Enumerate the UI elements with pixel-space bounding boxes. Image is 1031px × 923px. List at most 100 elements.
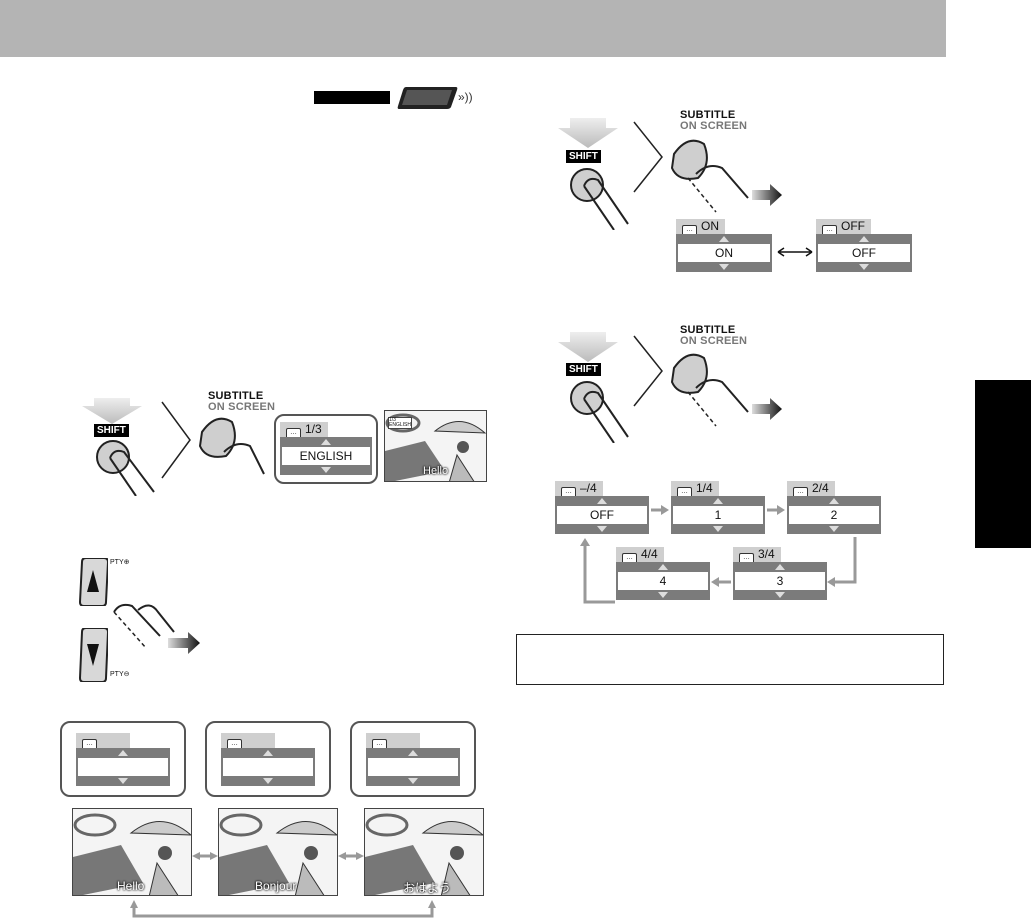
- osd-tag: …: [76, 733, 130, 750]
- osd-cycle-4: …4/4 4: [616, 547, 710, 600]
- scene-illustration: [365, 813, 483, 895]
- scene-illustration: [219, 813, 337, 895]
- subtitle-button-press-icon[interactable]: [668, 134, 778, 214]
- up-arrow-icon: [408, 750, 418, 756]
- osd-tag: …3/4: [733, 547, 781, 564]
- shift-label-1: SHIFT: [566, 150, 601, 163]
- scene-illustration: [385, 413, 486, 481]
- subtitle-label-line2: ON SCREEN: [680, 335, 748, 347]
- up-arrow-icon: [658, 564, 668, 570]
- down-arrow-icon: [829, 526, 839, 532]
- subtitle-label-line1: SUBTITLE: [680, 324, 736, 336]
- osd-tag-text: –/4: [580, 481, 597, 495]
- remote-button-icon: [397, 87, 458, 109]
- remote-label-bar: [314, 91, 390, 104]
- osd-english: …1/3 ENGLISH: [280, 422, 372, 475]
- osd-value: OFF: [555, 506, 649, 524]
- finger-icon: [583, 390, 629, 443]
- scene-illustration: [73, 813, 191, 895]
- subtitle-button-press-icon[interactable]: [668, 348, 778, 428]
- shift-button-2[interactable]: [570, 381, 604, 415]
- osd-value: 3: [733, 572, 827, 590]
- osd-value: [221, 758, 315, 776]
- press-arrow-icon: [82, 398, 142, 424]
- step-chevron-icon: [161, 401, 191, 479]
- page-header-bar: [0, 0, 946, 57]
- cycle-arrows-icon: [580, 505, 857, 604]
- scene-frame: Bonjour: [218, 808, 338, 896]
- shift-button-1[interactable]: [570, 168, 604, 202]
- slide-arrow-icon: [752, 184, 782, 206]
- pty-down-text: PTY: [110, 671, 124, 678]
- osd-tag: …1/3: [280, 422, 328, 439]
- osd-tag: …: [221, 733, 275, 750]
- step-chevron-icon: [633, 121, 663, 193]
- osd-tag: …2/4: [787, 481, 835, 498]
- osd-value: 1: [671, 506, 765, 524]
- up-arrow-icon: [118, 750, 128, 756]
- shift-button-3[interactable]: [96, 440, 130, 474]
- pty-up-text: PTY: [110, 559, 124, 566]
- scene-frame: おはよう: [364, 808, 484, 896]
- up-arrow-icon: [263, 750, 273, 756]
- finger-icon: [113, 603, 175, 648]
- osd-value: [76, 758, 170, 776]
- osd-blank: …: [76, 733, 170, 786]
- press-arrow-icon: [558, 332, 618, 362]
- subtitle-label-2: SUBTITLE ON SCREEN: [680, 325, 747, 347]
- osd-tag-text: 2/4: [812, 481, 829, 495]
- down-arrow-icon: [713, 526, 723, 532]
- osd-value: [366, 758, 460, 776]
- press-arrow-icon: [558, 118, 618, 148]
- scene-caption: おはよう: [403, 881, 452, 895]
- up-arrow-icon: [321, 439, 331, 445]
- scene-caption: Bonjour: [255, 879, 297, 893]
- subtitle-button-press-icon[interactable]: [196, 412, 266, 484]
- subtitle-label-line2: ON SCREEN: [680, 120, 748, 132]
- down-arrow-icon: [719, 264, 729, 270]
- osd-blank: …: [366, 733, 460, 786]
- pty-down-label: PTY⊖: [110, 671, 130, 678]
- pty-up-label: PTY⊕: [110, 559, 130, 566]
- osd-off-value: OFF: [816, 244, 912, 262]
- step-chevron-icon: [633, 335, 663, 407]
- osd-cycle-off: …–/4 OFF: [555, 481, 649, 534]
- osd-tag-text: 4/4: [641, 547, 658, 561]
- up-arrow-icon: [713, 498, 723, 504]
- osd-tag-text: 1/4: [696, 481, 713, 495]
- finger-icon: [583, 177, 629, 230]
- down-arrow-icon: [321, 467, 331, 473]
- osd-on-tag: …ON: [676, 219, 725, 236]
- osd-tag: …–/4: [555, 481, 603, 498]
- down-arrow-icon: [408, 778, 418, 784]
- osd-cycle-3: …3/4 3: [733, 547, 827, 600]
- toggle-arrow-icon: [777, 247, 813, 257]
- osd-tag: …: [366, 733, 420, 750]
- osd-cycle-2: …2/4 2: [787, 481, 881, 534]
- osd-on: …ON ON: [676, 219, 772, 272]
- slide-arrow-icon: [752, 398, 782, 420]
- note-box: [516, 634, 944, 685]
- pty-up-button[interactable]: [78, 558, 108, 606]
- slide-arrow-icon: [168, 632, 200, 654]
- osd-on-value: ON: [676, 244, 772, 262]
- scene-cycle-arrows-icon: [130, 852, 436, 918]
- osd-on-tag-text: ON: [701, 219, 719, 233]
- osd-off-tag: …OFF: [816, 219, 871, 236]
- remote-signal-icon: »)): [458, 90, 473, 104]
- subtitle-label-1: SUBTITLE ON SCREEN: [680, 110, 747, 132]
- down-arrow-icon: [263, 778, 273, 784]
- osd-tag-text: 3/4: [758, 547, 775, 561]
- osd-blank: …: [221, 733, 315, 786]
- osd-off-tag-text: OFF: [841, 219, 865, 233]
- shift-label-2: SHIFT: [566, 363, 601, 376]
- osd-cycle-1: …1/4 1: [671, 481, 765, 534]
- osd-off: …OFF OFF: [816, 219, 912, 272]
- subtitle-label-line1: SUBTITLE: [208, 390, 264, 402]
- section-side-tab: [975, 380, 1031, 548]
- shift-label-3: SHIFT: [94, 424, 129, 437]
- up-arrow-icon: [719, 236, 729, 242]
- down-arrow-icon: [859, 264, 869, 270]
- down-arrow-icon: [775, 592, 785, 598]
- pty-down-button[interactable]: [78, 628, 108, 682]
